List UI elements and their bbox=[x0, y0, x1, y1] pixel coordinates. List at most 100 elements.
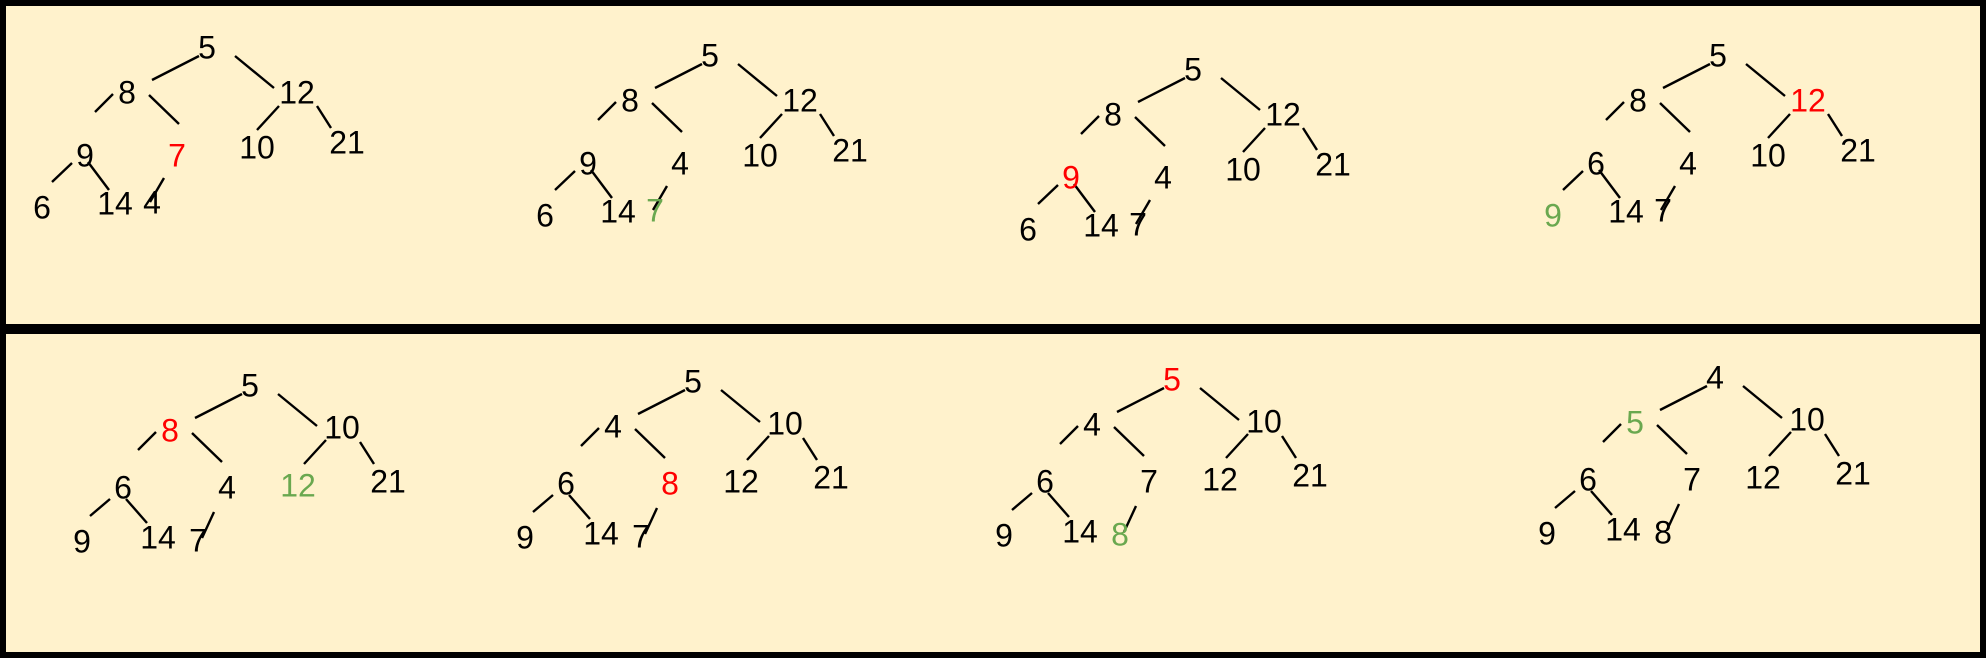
tree-node-label: 21 bbox=[1835, 455, 1871, 491]
tree-edge bbox=[1134, 116, 1166, 147]
tree-edge bbox=[87, 161, 110, 191]
tree-edge bbox=[654, 62, 703, 90]
tree-node-label: 10 bbox=[1246, 403, 1282, 439]
tree-node-label: 10 bbox=[767, 405, 803, 441]
tree-edge bbox=[151, 54, 200, 82]
tree-node-label: 4 bbox=[1679, 145, 1697, 181]
tree-edge bbox=[590, 169, 613, 199]
tree-edge bbox=[1602, 423, 1622, 443]
tree-node-label: 8 bbox=[161, 412, 179, 448]
tree-edge bbox=[568, 494, 591, 520]
tree-edge bbox=[137, 431, 157, 451]
tree-edge bbox=[303, 439, 327, 465]
tree-node-label: 6 bbox=[557, 465, 575, 501]
tree-edge bbox=[191, 432, 223, 463]
tree-node-label: 4 bbox=[143, 184, 161, 220]
tree-edge bbox=[651, 102, 683, 133]
tree-node-label: 7 bbox=[189, 522, 207, 558]
tree-edge bbox=[1767, 113, 1791, 139]
tree-edge bbox=[277, 393, 318, 427]
tree-node-label: 5 bbox=[701, 37, 719, 73]
tree-node-label: 9 bbox=[995, 517, 1013, 553]
tree-node-label: 6 bbox=[1579, 461, 1597, 497]
tree-edge bbox=[1011, 492, 1033, 511]
tree-node-label: 14 bbox=[1605, 511, 1641, 547]
tree-edge bbox=[148, 177, 166, 203]
tree-node-label: 5 bbox=[241, 367, 259, 403]
tree-node-label: 21 bbox=[1840, 132, 1876, 168]
tree-edge bbox=[1656, 424, 1688, 455]
tree-edge bbox=[1605, 101, 1625, 121]
tree-node-label: 9 bbox=[1538, 515, 1556, 551]
tree-node-label: 14 bbox=[1608, 193, 1644, 229]
tree-edge bbox=[1280, 435, 1298, 459]
tree-node-label: 21 bbox=[813, 459, 849, 495]
tree-edge bbox=[1116, 386, 1165, 414]
tree-edge bbox=[720, 389, 761, 423]
tree-node-label: 6 bbox=[1587, 145, 1605, 181]
tree-node-label: 9 bbox=[73, 523, 91, 559]
tree-edge bbox=[1059, 425, 1079, 445]
tree-node-label: 10 bbox=[1225, 151, 1261, 187]
tree-node-label: 8 bbox=[1104, 96, 1122, 132]
tree-node-label: 12 bbox=[1745, 459, 1781, 495]
tree-edge bbox=[651, 185, 669, 211]
tree-node-label: 8 bbox=[1111, 516, 1129, 552]
tree-node-label: 10 bbox=[1789, 401, 1825, 437]
tree-edge bbox=[1659, 185, 1677, 211]
tree-node-label: 21 bbox=[832, 132, 868, 168]
tree-edge bbox=[1242, 127, 1266, 153]
tree-node-label: 9 bbox=[1544, 197, 1562, 233]
tree-node-label: 14 bbox=[1062, 513, 1098, 549]
tree-edge bbox=[1113, 426, 1145, 457]
top-panel bbox=[0, 0, 1986, 330]
tree-edge bbox=[1598, 169, 1621, 199]
tree-edge bbox=[1659, 384, 1708, 412]
tree-edge bbox=[597, 101, 617, 121]
tree-node-label: 10 bbox=[742, 137, 778, 173]
tree-node-label: 14 bbox=[97, 185, 133, 221]
bottom-panel bbox=[0, 328, 1986, 658]
tree-node-label: 4 bbox=[604, 408, 622, 444]
tree-node-label: 9 bbox=[1062, 159, 1080, 195]
tree-node-label: 8 bbox=[1654, 514, 1672, 550]
tree-edge bbox=[1073, 183, 1096, 213]
tree-edge bbox=[1662, 62, 1711, 90]
tree-node-label: 10 bbox=[1750, 137, 1786, 173]
tree-edge bbox=[737, 63, 778, 97]
tree-node-label: 6 bbox=[114, 469, 132, 505]
tree-node-label: 7 bbox=[1683, 461, 1701, 497]
tree-node-label: 21 bbox=[1315, 146, 1351, 182]
tree-node-label: 12 bbox=[279, 74, 315, 110]
tree-node-label: 4 bbox=[1083, 406, 1101, 442]
tree-edge bbox=[643, 507, 659, 535]
tree-node-label: 8 bbox=[661, 465, 679, 501]
tree-edge bbox=[200, 511, 216, 539]
tree-edge bbox=[1665, 503, 1681, 531]
tree-node-label: 9 bbox=[579, 145, 597, 181]
tree-node-label: 12 bbox=[1790, 82, 1826, 118]
tree-node-label: 7 bbox=[1140, 463, 1158, 499]
tree-edge bbox=[1047, 492, 1070, 518]
tree-node-label: 21 bbox=[370, 463, 406, 499]
tree-edge bbox=[89, 498, 111, 517]
tree-node-label: 21 bbox=[1292, 457, 1328, 493]
tree-edge bbox=[1080, 115, 1100, 135]
tree-node-label: 12 bbox=[1202, 461, 1238, 497]
tree-node-label: 7 bbox=[632, 518, 650, 554]
tree-edge bbox=[1826, 113, 1844, 137]
tree-edge bbox=[1768, 431, 1792, 457]
tree-node-label: 9 bbox=[76, 137, 94, 173]
tree-edge bbox=[358, 441, 376, 465]
tree-node-label: 12 bbox=[1265, 96, 1301, 132]
tree-edge bbox=[1037, 184, 1059, 205]
tree-node-label: 5 bbox=[1184, 51, 1202, 87]
tree-node-label: 6 bbox=[1019, 211, 1037, 247]
tree-node-label: 14 bbox=[140, 519, 176, 555]
tree-edge bbox=[1562, 170, 1584, 191]
